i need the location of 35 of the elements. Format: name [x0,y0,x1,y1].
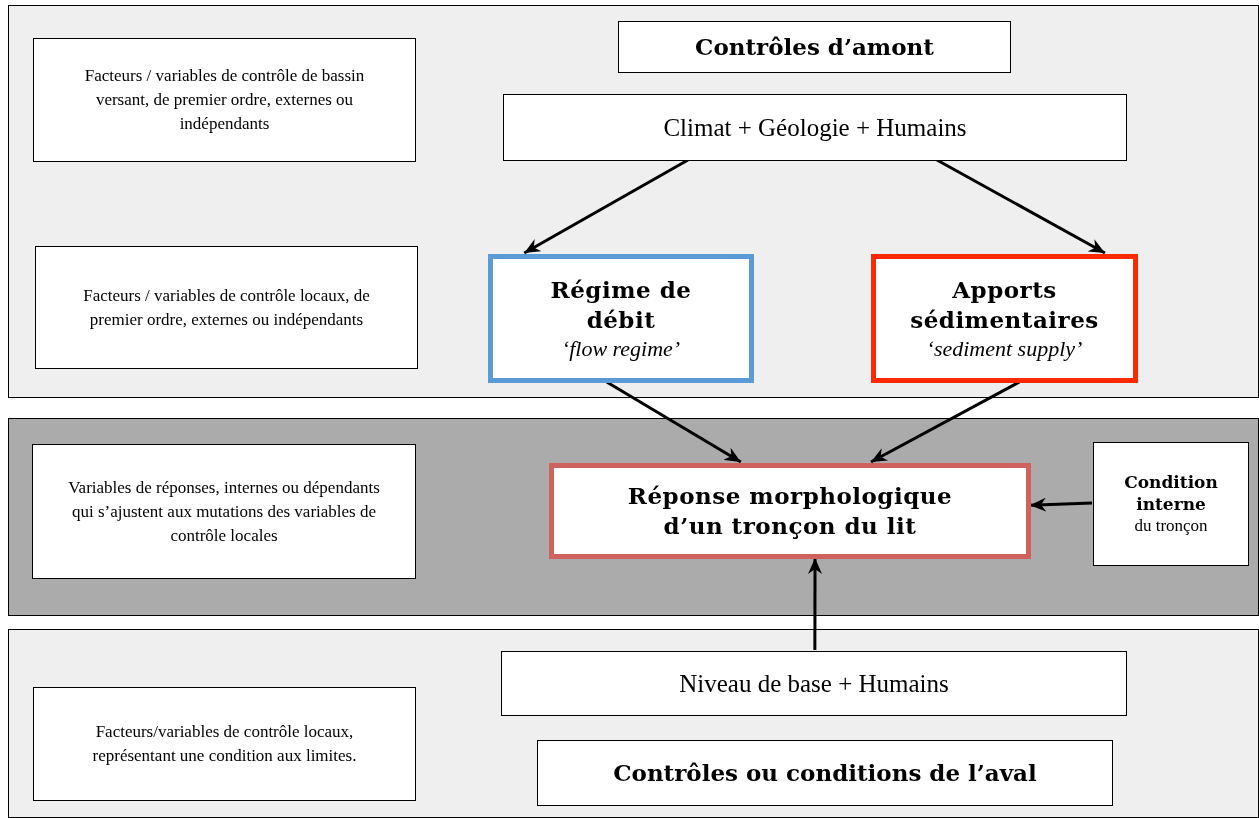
description-box [35,246,418,369]
arrow [936,158,1106,255]
box-subtext: ‘flow regime’ [561,334,681,363]
box-text: Variables de réponses, internes ou dépendants qui s’ajustent aux mutations des variables de contrôle locales [67,476,381,547]
arrow [605,380,742,464]
arrow [1029,497,1093,512]
description-box [33,38,416,162]
process-box [549,463,1031,559]
panel-band [8,418,1259,616]
process-box [503,94,1127,161]
heading-box [618,21,1011,73]
arrow [523,158,689,255]
description-box [33,687,416,801]
box-text: Facteurs / variables de contrôle de bassin versant, de premier ordre, externes ou indépendants [83,65,366,135]
process-box [501,651,1127,716]
box-text: Climat + Géologie + Humains [663,112,967,143]
heading-box [537,740,1113,806]
box-text: Contrôles d’amont [695,34,934,60]
box-text: Facteurs / variables de contrôle locaux, de premier ordre, externes ou indépendants [82,284,371,331]
process-box [488,254,754,383]
panel-band [8,5,1259,398]
process-box [1093,442,1249,566]
arrow [870,380,1021,464]
arrow [808,558,822,650]
description-box [32,444,416,579]
panel-band [8,629,1259,818]
box-text: Niveau de base + Humains [679,668,949,699]
process-box [871,254,1138,383]
box-text: Facteurs/variables de contrôle locaux, représentant une condition aux limites. [91,721,358,767]
box-text: Apports sédimentaires [909,274,1100,335]
box-text: Réponse morphologique d’un tronçon du lit [626,481,954,541]
box-text: Contrôles ou conditions de l’aval [613,760,1037,786]
box-subtext: du tronçon [1134,515,1208,537]
box-subtext: ‘sediment supply’ [926,334,1083,363]
box-text: Régime de débit [549,274,693,335]
